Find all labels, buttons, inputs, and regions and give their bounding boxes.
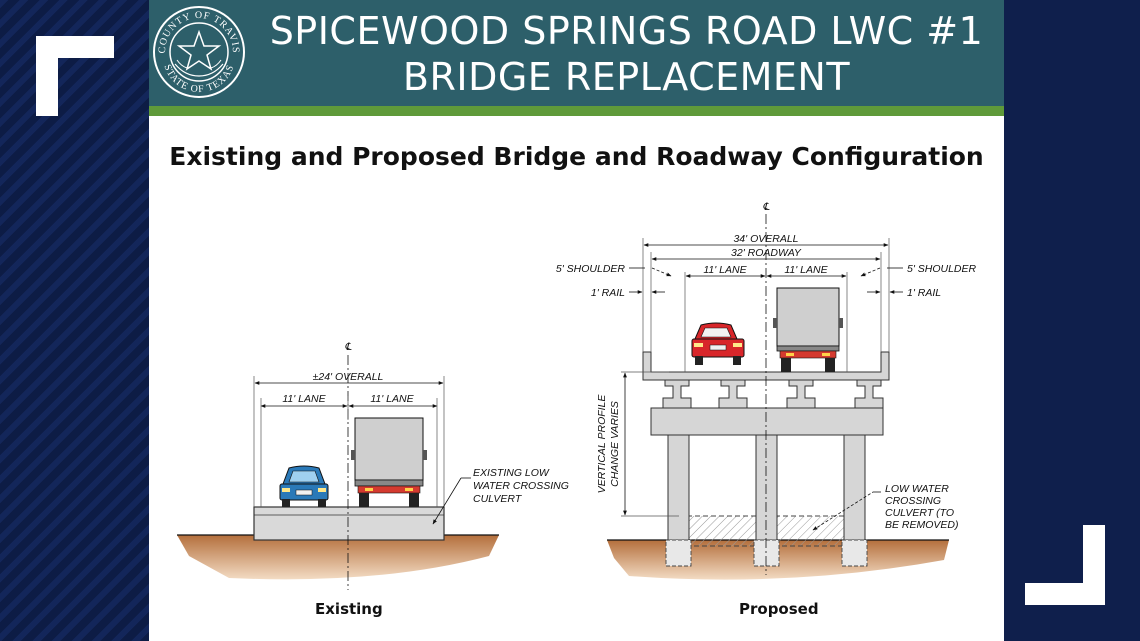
proposed-overall-label: 34' OVERALL	[733, 233, 798, 245]
corner-bracket-top-left	[36, 36, 114, 116]
existing-centerline-symbol: ℄	[345, 341, 352, 353]
existing-truck-icon	[351, 417, 427, 507]
proposed-lane-right-label: 11' LANE	[784, 264, 828, 276]
background-panel	[1004, 0, 1140, 641]
proposed-column-right	[843, 434, 866, 541]
existing-overall-label: ±24' OVERALL	[313, 371, 384, 383]
proposed-shoulder-right-label: 5' SHOULDER	[907, 263, 977, 275]
existing-lane-right-label: 11' LANE	[370, 393, 414, 405]
proposed-vertical-note-line-1: VERTICAL PROFILE	[596, 394, 608, 494]
existing-ground	[177, 535, 499, 580]
existing-culvert-note-line-1: EXISTING LOW	[473, 467, 550, 479]
existing-car-icon	[279, 465, 329, 507]
proposed-lane-left-label: 11' LANE	[703, 264, 747, 276]
county-seal-icon: COUNTY OF TRAVIS STATE OF TEXAS	[153, 6, 245, 98]
proposed-girders	[662, 379, 884, 409]
banner-accent-stripe	[149, 106, 1004, 116]
proposed-bent-cap	[650, 407, 884, 436]
existing-lane-left-label: 11' LANE	[282, 393, 326, 405]
existing-culvert-note-line-3: CULVERT	[473, 493, 523, 505]
proposed-car-icon	[691, 322, 745, 365]
banner-title-line-2: BRIDGE REPLACEMENT	[402, 55, 851, 99]
proposed-column-center	[755, 434, 778, 541]
slide: COUNTY OF TRAVIS STATE OF TEXAS SPICEWOO…	[149, 0, 1004, 641]
proposed-roadway-label: 32' ROADWAY	[731, 247, 802, 259]
bridge-diagram: ℄ ±24' OVERALL 11' LANE 11' LANE	[177, 201, 977, 590]
proposed-section: ℄ 34' OVERALL 32' ROADWAY 11' LANE 11' L…	[556, 201, 977, 580]
proposed-rail-left-label: 1' RAIL	[591, 287, 625, 299]
title-banner: COUNTY OF TRAVIS STATE OF TEXAS SPICEWOO…	[149, 0, 1004, 106]
proposed-culvert-note-line-3: CULVERT (TO	[885, 507, 954, 519]
banner-title-line-1: SPICEWOOD SPRINGS ROAD LWC #1	[269, 9, 984, 53]
existing-culvert-note-line-2: WATER CROSSING	[473, 480, 569, 492]
proposed-shoulder-left-label: 5' SHOULDER	[556, 263, 626, 275]
proposed-vertical-note-line-2: CHANGE VARIES	[609, 401, 621, 487]
proposed-column-left	[667, 434, 690, 541]
proposed-caption: Proposed	[739, 600, 819, 618]
banner-title: SPICEWOOD SPRINGS ROAD LWC #1 BRIDGE REP…	[249, 8, 1004, 100]
proposed-culvert-note-line-1: LOW WATER	[885, 483, 949, 495]
existing-caption: Existing	[315, 600, 383, 618]
proposed-rail-right-label: 1' RAIL	[907, 287, 941, 299]
slide-subtitle: Existing and Proposed Bridge and Roadway…	[169, 142, 984, 171]
proposed-culvert-note-line-4: BE REMOVED)	[885, 519, 959, 531]
proposed-centerline-symbol: ℄	[763, 201, 770, 213]
existing-section: ℄ ±24' OVERALL 11' LANE 11' LANE	[177, 341, 569, 590]
proposed-culvert-note-line-2: CROSSING	[885, 495, 941, 507]
proposed-truck-icon	[773, 287, 843, 372]
corner-bracket-bottom-right	[1025, 525, 1105, 605]
existing-culvert	[253, 506, 445, 541]
